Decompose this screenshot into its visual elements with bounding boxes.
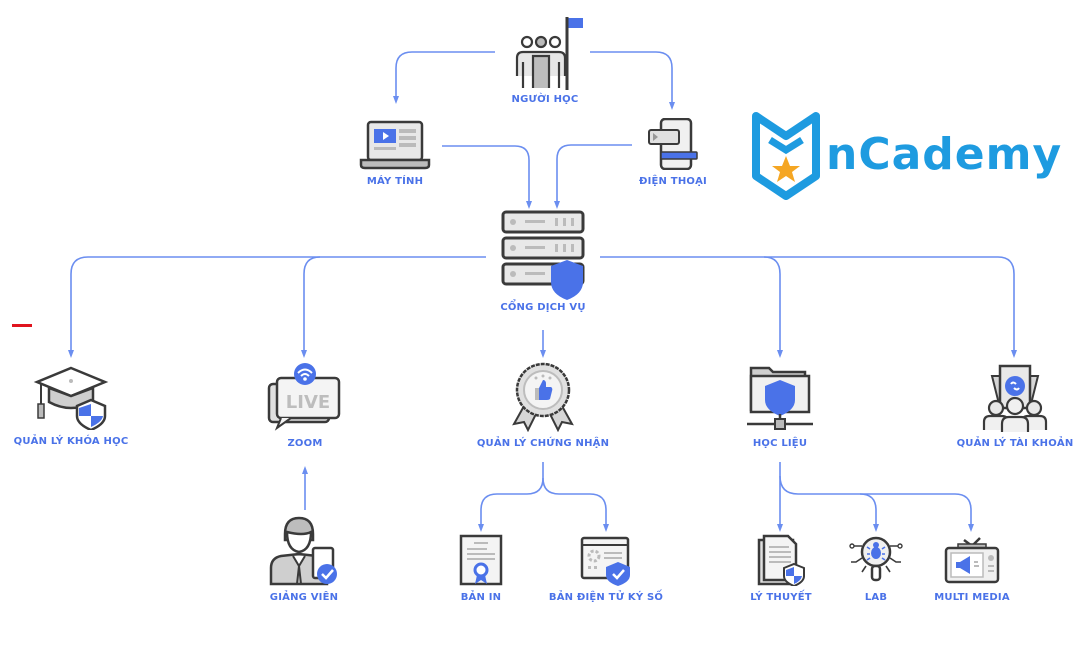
node-label: QUẢN LÝ TÀI KHOẢN xyxy=(956,438,1074,449)
teacher-icon xyxy=(269,516,337,586)
node-label: GIẢNG VIÊN xyxy=(269,592,339,603)
node-label: MÁY TÍNH xyxy=(366,176,424,187)
edge-chung-nhan-ban-dien-tu xyxy=(542,477,609,532)
node-dien-thoai: ĐIỆN THOẠI xyxy=(628,118,718,187)
node-label: BẢN ĐIỆN TỬ KÝ SỐ xyxy=(548,592,664,603)
node-label: QUẢN LÝ CHỨNG NHẬN xyxy=(476,438,610,449)
node-label: ĐIỆN THOẠI xyxy=(639,176,707,187)
accounts-icon xyxy=(982,364,1048,432)
node-nguoi-hoc: NGƯỜI HỌC xyxy=(490,14,600,105)
edge-nguoi-hoc-dien-thoai xyxy=(590,51,675,110)
node-ban-in: BẢN IN xyxy=(446,534,516,603)
node-cong-dich-vu: CỔNG DỊCH VỤ xyxy=(483,210,603,313)
edge-cong-zoom xyxy=(301,256,321,358)
folder-shield-icon xyxy=(747,366,813,430)
node-label: NGƯỜI HỌC xyxy=(511,94,579,105)
people-flag-icon xyxy=(515,17,583,90)
node-ban-dien-tu-ky-so: BẢN ĐIỆN TỬ KÝ SỐ xyxy=(546,534,666,603)
node-label: QUẢN LÝ KHÓA HỌC xyxy=(13,436,129,447)
node-zoom: LIVE ZOOM xyxy=(255,362,355,449)
node-ly-thuyet: LÝ THUYẾT xyxy=(745,534,817,603)
logo-text: nCademy xyxy=(826,129,1063,180)
graduation-cap-icon xyxy=(33,366,109,430)
node-quan-ly-tai-khoan: QUẢN LÝ TÀI KHOẢN xyxy=(950,362,1080,449)
node-label: MULTI MEDIA xyxy=(934,592,1010,603)
red-dash-mark xyxy=(12,324,32,327)
live-text: LIVE xyxy=(286,392,330,413)
node-giang-vien: GIẢNG VIÊN xyxy=(258,514,350,603)
node-may-tinh: MÁY TÍNH xyxy=(350,118,440,187)
edge-chung-nhan-ban-in xyxy=(478,462,544,532)
node-label: LAB xyxy=(864,592,888,603)
edge-may-tinh-cong xyxy=(442,145,532,209)
laptop-icon xyxy=(359,120,431,170)
node-label: HỌC LIỆU xyxy=(752,438,808,449)
document-shield-icon xyxy=(757,534,805,586)
node-quan-ly-khoa-hoc: QUẢN LÝ KHÓA HỌC xyxy=(6,364,136,447)
edge-nguoi-hoc-may-tinh xyxy=(393,51,495,104)
node-hoc-lieu: HỌC LIỆU xyxy=(735,362,825,449)
browser-shield-icon xyxy=(580,536,630,586)
edge-dien-thoai-cong xyxy=(554,144,632,209)
node-lab: LAB xyxy=(846,534,906,603)
node-label: ZOOM xyxy=(287,438,323,449)
edge-cong-khoa-hoc xyxy=(68,256,486,358)
edge-hoc-lieu-multi-media xyxy=(860,493,974,532)
edge-hoc-lieu-lab xyxy=(779,475,879,532)
server-shield-icon xyxy=(501,210,585,300)
node-label: CỔNG DỊCH VỤ xyxy=(500,302,586,313)
bug-magnifier-icon xyxy=(849,536,903,582)
shield-star-logo-icon xyxy=(752,112,820,200)
node-quan-ly-chung-nhan: QUẢN LÝ CHỨNG NHẬN xyxy=(473,360,613,449)
live-chat-icon: LIVE xyxy=(267,363,341,431)
node-label: BẢN IN xyxy=(460,592,502,603)
node-label: LÝ THUYẾT xyxy=(750,592,812,603)
badge-thumbs-up-icon xyxy=(512,362,574,432)
edge-cong-tai-khoan xyxy=(764,256,1017,358)
ncademy-logo: nCademy xyxy=(750,110,1062,200)
certificate-icon xyxy=(459,534,503,586)
node-multi-media: MULTI MEDIA xyxy=(926,532,1018,603)
tv-megaphone-icon xyxy=(944,537,1000,584)
phone-icon xyxy=(648,118,698,170)
edge-cong-hoc-lieu xyxy=(600,256,783,358)
